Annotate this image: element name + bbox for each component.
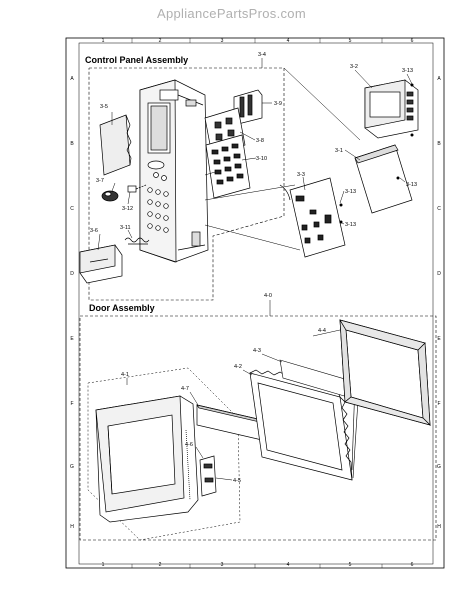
grid-row-a-right: A — [437, 76, 441, 82]
callout-3-5: 3-5 — [100, 104, 108, 110]
callout-4-2: 4-2 — [234, 364, 242, 370]
part-3-1-board — [354, 144, 413, 214]
callout-3-3: 3-3 — [297, 172, 305, 178]
diagram-inner-frame — [78, 42, 434, 565]
part-3-12-shaft — [127, 184, 147, 193]
part-3-5-window — [99, 114, 132, 176]
callout-3-13-right: 3-13 — [406, 182, 417, 188]
grid-col-5-bottom: 5 — [349, 562, 352, 568]
callout-4-6: 4-6 — [185, 442, 193, 448]
grid-col-2-bottom: 2 — [159, 562, 162, 568]
callout-3-1: 3-1 — [335, 148, 343, 154]
grid-col-4-bottom: 4 — [287, 562, 290, 568]
part-3-2-display — [364, 79, 419, 139]
door-frame-group-outline — [87, 367, 241, 541]
grid-row-d-left: D — [70, 271, 74, 277]
grid-row-e-right: E — [437, 336, 441, 342]
callout-3-12: 3-12 — [122, 206, 133, 212]
grid-col-3-bottom: 3 — [221, 562, 224, 568]
callout-3-13-mid: 3-13 — [345, 189, 356, 195]
part-3-3-pcb — [279, 177, 346, 258]
grid-col-6-bottom: 6 — [411, 562, 414, 568]
grid-col-3-top: 3 — [221, 38, 224, 44]
grid-row-d-right: D — [437, 271, 441, 277]
callout-4-4: 4-4 — [318, 328, 326, 334]
grid-col-4-top: 4 — [287, 38, 290, 44]
grid-col-5-top: 5 — [349, 38, 352, 44]
control-panel-frame — [139, 79, 209, 263]
part-3-6-button — [79, 244, 123, 284]
callout-4-5: 4-5 — [233, 478, 241, 484]
callout-3-2: 3-2 — [350, 64, 358, 70]
part-4-2-door-panel — [249, 369, 353, 481]
part-3-11-spring — [124, 237, 150, 245]
grid-col-2-top: 2 — [159, 38, 162, 44]
callout-3-13-top: 3-13 — [402, 68, 413, 74]
part-3-7-knob — [101, 190, 119, 202]
callout-3-8: 3-8 — [256, 138, 264, 144]
grid-col-6-top: 6 — [411, 38, 414, 44]
grid-row-e-left: E — [70, 336, 74, 342]
grid-row-g-right: G — [437, 464, 441, 470]
callout-3-13-low: 3-13 — [345, 222, 356, 228]
grid-col-1-top: 1 — [102, 38, 105, 44]
callout-3-6: 3-6 — [90, 228, 98, 234]
callout-4-7: 4-7 — [181, 386, 189, 392]
callout-3-10: 3-10 — [256, 156, 267, 162]
grid-row-h-right: H — [437, 524, 441, 530]
callout-3-9: 3-9 — [274, 101, 282, 107]
part-4-6-latch — [199, 455, 217, 497]
door-assembly-heading: Door Assembly — [89, 303, 155, 313]
part-4-1-door-frame — [95, 395, 199, 523]
part-3-13-screws — [339, 83, 414, 224]
callout-4-0: 4-0 — [264, 293, 272, 299]
control-panel-heading: Control Panel Assembly — [85, 55, 188, 65]
callout-4-3: 4-3 — [253, 348, 261, 354]
grid-row-b-right: B — [437, 141, 441, 147]
grid-row-a-left: A — [70, 76, 74, 82]
grid-row-f-left: F — [70, 401, 73, 407]
grid-col-1-bottom: 1 — [102, 562, 105, 568]
grid-row-h-left: H — [70, 524, 74, 530]
callout-4-1: 4-1 — [121, 372, 129, 378]
grid-row-g-left: G — [70, 464, 74, 470]
callout-3-7: 3-7 — [96, 178, 104, 184]
callout-3-4: 3-4 — [258, 52, 266, 58]
part-4-4-door-gasket — [339, 319, 432, 426]
callout-3-11: 3-11 — [120, 225, 131, 231]
grid-row-c-right: C — [437, 206, 441, 212]
grid-row-f-right: F — [437, 401, 440, 407]
watermark: AppliancePartsPros.com — [157, 6, 306, 21]
grid-row-c-left: C — [70, 206, 74, 212]
door-group-outline — [79, 315, 437, 541]
part-3-10-keypad — [205, 134, 251, 199]
grid-row-b-left: B — [70, 141, 74, 147]
